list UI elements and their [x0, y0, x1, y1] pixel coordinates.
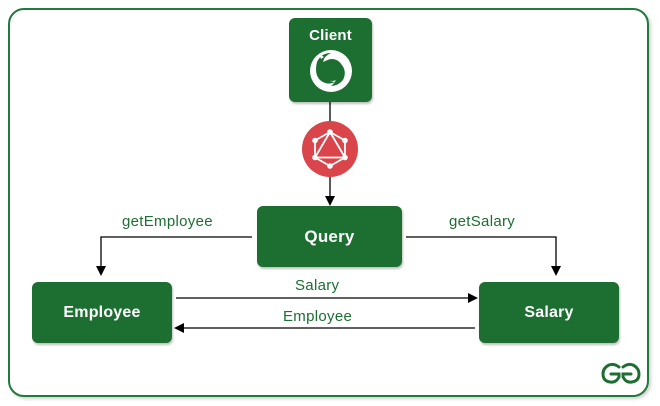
query-label: Query	[304, 226, 355, 246]
employee-label: Employee	[63, 303, 141, 321]
get-employee-arrow	[96, 236, 252, 276]
query-node: Query	[257, 206, 402, 267]
salary-label: Salary	[524, 303, 574, 321]
get-salary-edge-label: getSalary	[449, 213, 516, 230]
salary-node: Salary	[479, 282, 619, 343]
firefox-icon	[307, 47, 355, 100]
geeksforgeeks-logo	[600, 360, 642, 393]
client-node: Client	[289, 18, 372, 102]
client-label: Client	[309, 27, 352, 44]
get-salary-arrow	[406, 236, 561, 276]
get-employee-edge-label: getEmployee	[122, 213, 213, 230]
employee-to-salary-edge-label: Salary	[295, 277, 340, 294]
employee-node: Employee	[32, 282, 172, 343]
graphql-icon	[301, 120, 359, 183]
salary-to-employee-edge-label: Employee	[283, 308, 353, 325]
